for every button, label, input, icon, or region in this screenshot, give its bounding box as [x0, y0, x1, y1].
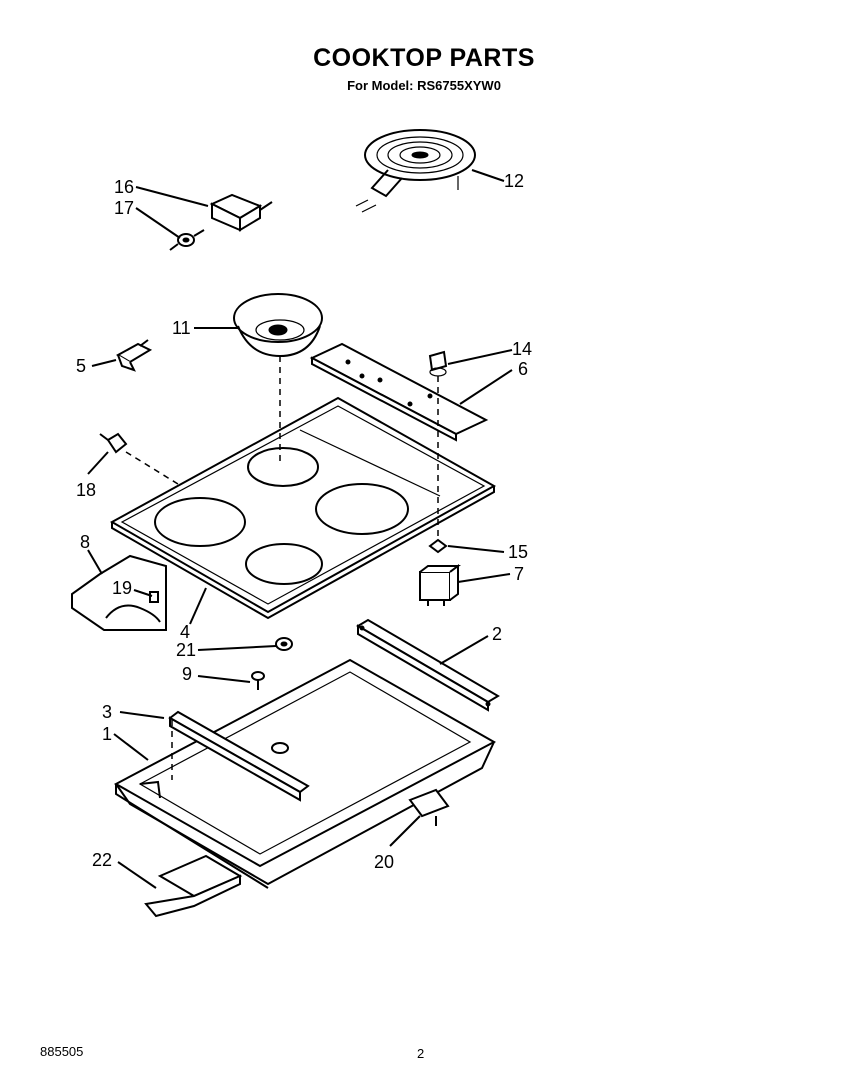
callout-14: 14 — [512, 339, 532, 359]
callout-6: 6 — [518, 359, 528, 379]
callout-15: 15 — [508, 542, 528, 562]
infinite-switch-7 — [419, 564, 461, 606]
page-number: 2 — [417, 1046, 425, 1061]
callout-7: 7 — [514, 564, 524, 584]
support-20 — [408, 788, 450, 826]
grommet-21 — [275, 637, 293, 651]
callout-3: 3 — [102, 702, 112, 722]
leader-lines — [87, 169, 513, 889]
callout-18: 18 — [76, 480, 96, 500]
callout-12: 12 — [504, 171, 524, 191]
callout-16: 16 — [114, 177, 134, 197]
front-rail-3 — [168, 710, 310, 802]
callout-8: 8 — [80, 532, 90, 552]
burner-box-1 — [113, 658, 497, 889]
callout-11: 11 — [172, 318, 191, 338]
callout-21: 21 — [176, 640, 196, 660]
drip-bowl-11 — [233, 293, 323, 358]
cooktop-surface-4 — [109, 396, 497, 620]
callout-4: 4 — [180, 622, 190, 642]
bottom-bracket-22 — [144, 854, 243, 918]
surface-element-12 — [355, 129, 476, 213]
bracket-5 — [115, 339, 153, 372]
footer-code: 885505 — [40, 1044, 84, 1059]
control-panel-6 — [309, 342, 489, 442]
switch-18 — [99, 432, 128, 454]
guide-line-switch — [125, 451, 179, 485]
terminal-block-16 — [209, 193, 273, 232]
callout-20: 20 — [374, 852, 394, 872]
wiring-plate-8 — [71, 554, 167, 631]
callout-17: 17 — [114, 198, 134, 218]
screw-9 — [251, 671, 265, 690]
clip-17 — [169, 229, 205, 251]
insulator-15 — [428, 538, 448, 554]
callout-9: 9 — [182, 664, 192, 684]
callout-2: 2 — [492, 624, 502, 644]
rear-bracket-2 — [356, 618, 500, 712]
callout-5: 5 — [76, 356, 86, 376]
callout-1: 1 — [102, 724, 112, 744]
callout-22: 22 — [92, 850, 112, 870]
page-title: COOKTOP PARTS — [313, 44, 535, 72]
callout-19: 19 — [112, 578, 132, 598]
model-subtitle: For Model: RS6755XYW0 — [347, 78, 501, 93]
knob-14 — [428, 350, 448, 377]
